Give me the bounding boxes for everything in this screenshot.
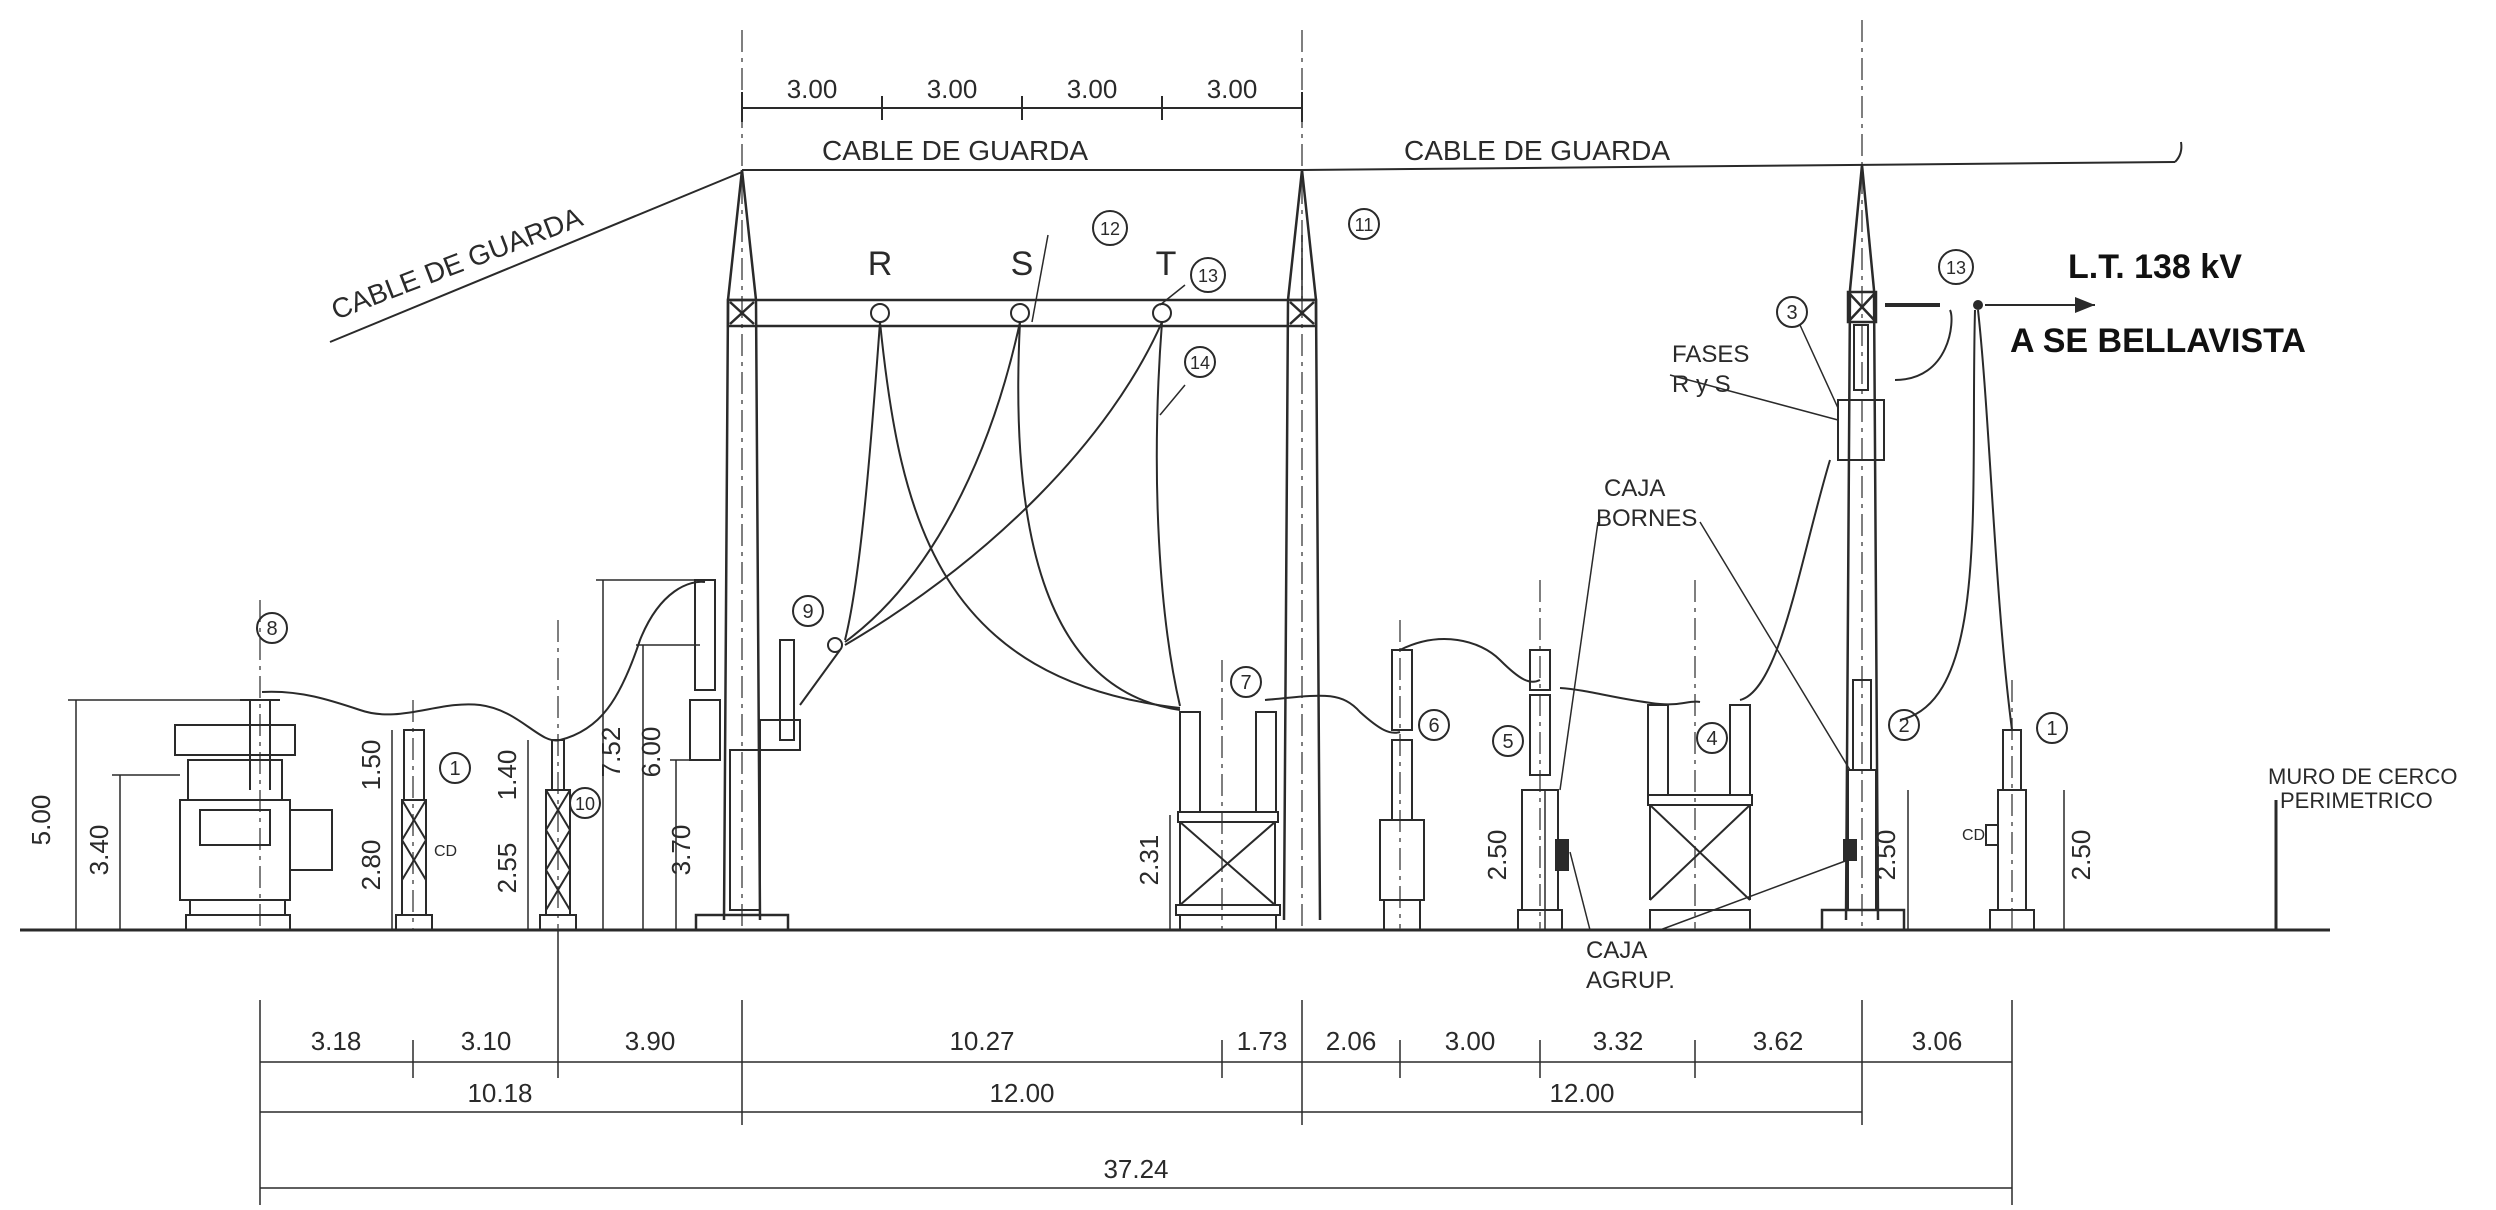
muro-label-2: PERIMETRICO [2280, 788, 2433, 813]
bdim-row1-1: 3.18 [311, 1026, 362, 1056]
bdim-row1-2: 3.10 [461, 1026, 512, 1056]
bdim-row1-4: 10.27 [949, 1026, 1014, 1056]
callout-14: 14 [1190, 353, 1210, 373]
vdim-2-80: 2.80 [356, 840, 386, 891]
cable-guarda-label-1: CABLE DE GUARDA [822, 135, 1088, 166]
callout-13-tower: 13 [1946, 258, 1966, 278]
top-dim-1: 3.00 [787, 74, 838, 104]
fases-label-1: FASES [1672, 341, 1749, 368]
conductors [261, 303, 2095, 742]
vdim-2-50-b: 2.50 [1871, 830, 1901, 881]
surge-arrester-center [1843, 679, 1877, 911]
vdim-3-40: 3.40 [84, 825, 114, 876]
surge-arrester-left [395, 729, 433, 931]
gantry-structure [694, 164, 1906, 932]
callout-3: 3 [1786, 302, 1797, 324]
vdim-1-40: 1.40 [492, 750, 522, 801]
bdim-row2-1: 10.18 [467, 1078, 532, 1108]
cable-guarda-label-2: CABLE DE GUARDA [1404, 135, 1670, 166]
callout-12: 12 [1100, 219, 1120, 239]
vdim-2-31: 2.31 [1134, 835, 1164, 886]
bdim-row2-2: 12.00 [989, 1078, 1054, 1108]
line-insulator [1837, 324, 1885, 461]
phase-s-label: S [1011, 245, 1034, 283]
bdim-row1-3: 3.90 [625, 1026, 676, 1056]
cd-label-2: CD [1962, 827, 1985, 844]
voltage-transformer [1517, 649, 1569, 931]
bdim-row1-6: 2.06 [1326, 1026, 1377, 1056]
vdim-2-55: 2.55 [492, 843, 522, 894]
phase-r-label: R [868, 245, 893, 283]
caja-agrup-label-1: CAJA [1586, 937, 1647, 964]
line-destination: A SE BELLAVISTA [2010, 322, 2306, 360]
callout-1-right: 1 [2046, 718, 2057, 740]
circuit-breaker-2 [1647, 704, 1753, 931]
fases-label-2: R y S [1672, 371, 1731, 398]
bdim-row1-10: 3.06 [1912, 1026, 1963, 1056]
phase-t-label: T [1156, 245, 1177, 283]
surge-arrester-right [1985, 729, 2035, 931]
vdim-1-50: 1.50 [356, 740, 386, 791]
callout-6: 6 [1428, 715, 1439, 737]
bdim-row1-7: 3.00 [1445, 1026, 1496, 1056]
line-arrow-icon [2075, 297, 2095, 313]
cd-label-1: CD [434, 843, 457, 860]
callout-10: 10 [575, 794, 595, 814]
beam-insulators [870, 303, 1172, 323]
callout-13-beam: 13 [1198, 266, 1218, 286]
vdim-2-50-a: 2.50 [1482, 830, 1512, 881]
circuit-breaker [1175, 711, 1281, 931]
caja-agrup-label-2: AGRUP. [1586, 967, 1675, 994]
callout-11: 11 [1355, 215, 1374, 235]
callout-5: 5 [1502, 731, 1513, 753]
power-transformer [174, 699, 333, 931]
callout-8: 8 [266, 618, 277, 640]
shield-wires [329, 141, 2183, 343]
vdim-5-00: 5.00 [26, 795, 56, 846]
line-title: L.T. 138 kV [2068, 248, 2242, 286]
vertical-dimension-lines [68, 579, 2065, 930]
disconnector-switch [689, 579, 843, 911]
callout-1-left: 1 [449, 758, 460, 780]
callout-4: 4 [1706, 728, 1717, 750]
caja-bornes-label-2: BORNES [1596, 505, 1697, 532]
vdim-3-70: 3.70 [666, 825, 696, 876]
callout-7: 7 [1240, 672, 1251, 694]
top-dim-2: 3.00 [927, 74, 978, 104]
callout-2: 2 [1898, 715, 1909, 737]
vdim-2-50-c: 2.50 [2066, 830, 2096, 881]
line-terminal-dot [1973, 300, 1983, 310]
top-dim-3: 3.00 [1067, 74, 1118, 104]
cable-guarda-label-3: CABLE DE GUARDA [327, 201, 587, 325]
bdim-row1-8: 3.32 [1593, 1026, 1644, 1056]
bdim-row3-1: 37.24 [1103, 1154, 1168, 1184]
muro-label-1: MURO DE CERCO [2268, 764, 2457, 789]
caja-bornes-label-1: CAJA [1604, 475, 1665, 502]
top-dimension-chain [741, 92, 1303, 122]
centerlines [259, 20, 2013, 930]
current-transformer [1379, 649, 1425, 931]
vdim-7-52: 7.52 [596, 727, 626, 778]
vdim-6-00: 6.00 [636, 727, 666, 778]
callout-9: 9 [802, 601, 813, 623]
callout-circles [256, 208, 2068, 819]
bottom-dimension-lines [259, 930, 2013, 1205]
bdim-row2-3: 12.00 [1549, 1078, 1614, 1108]
bdim-row1-5: 1.73 [1237, 1026, 1288, 1056]
leaders [1031, 234, 1851, 931]
bdim-row1-9: 3.62 [1753, 1026, 1804, 1056]
top-dim-4: 3.00 [1207, 74, 1258, 104]
